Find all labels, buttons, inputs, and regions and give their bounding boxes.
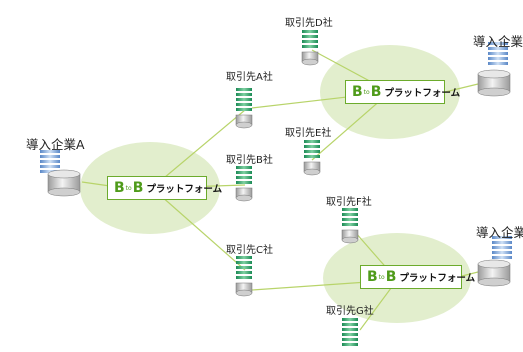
partner-c-label: 取引先C社 (226, 245, 273, 256)
partner-e-label: 取引先E社 (285, 128, 332, 139)
company-a-label: 導入企業A (26, 137, 85, 152)
platform-to: to (378, 273, 385, 281)
platform-b1: B (114, 180, 125, 196)
platform-to: to (125, 184, 132, 192)
server-icon-company-a (40, 150, 81, 197)
server-icon-company-bottom-right (477, 236, 512, 287)
company-bottom-right-label: 導入企業 (476, 225, 523, 240)
company-top-right-label: 導入企業 (473, 34, 523, 49)
partner-g-label: 取引先G社 (326, 306, 374, 317)
platform-label: プラットフォーム (384, 88, 461, 99)
server-icon-partner-d (301, 30, 319, 66)
partner-d-label: 取引先D社 (285, 18, 333, 29)
platform-b2: B (132, 180, 144, 196)
server-icon-partner-c (235, 256, 253, 297)
server-icon-partner-g (342, 318, 358, 346)
server-icon-partner-a (235, 88, 253, 129)
server-icon-company-top-right (477, 42, 511, 97)
platform-b2: B (385, 269, 397, 285)
platform-b1: B (367, 269, 378, 285)
platform-b1: B (352, 84, 363, 100)
platform-to: to (363, 88, 370, 96)
platform-b2: B (370, 84, 382, 100)
platform-label: プラットフォーム (399, 273, 476, 284)
server-icon-partner-f (341, 208, 359, 244)
server-icon-partner-e (303, 140, 321, 176)
partner-f-label: 取引先F社 (326, 197, 372, 208)
platform-label: プラットフォーム (146, 184, 223, 195)
partner-b-label: 取引先B社 (226, 155, 273, 166)
server-icon-partner-b (235, 166, 253, 202)
partner-a-label: 取引先A社 (226, 72, 273, 83)
